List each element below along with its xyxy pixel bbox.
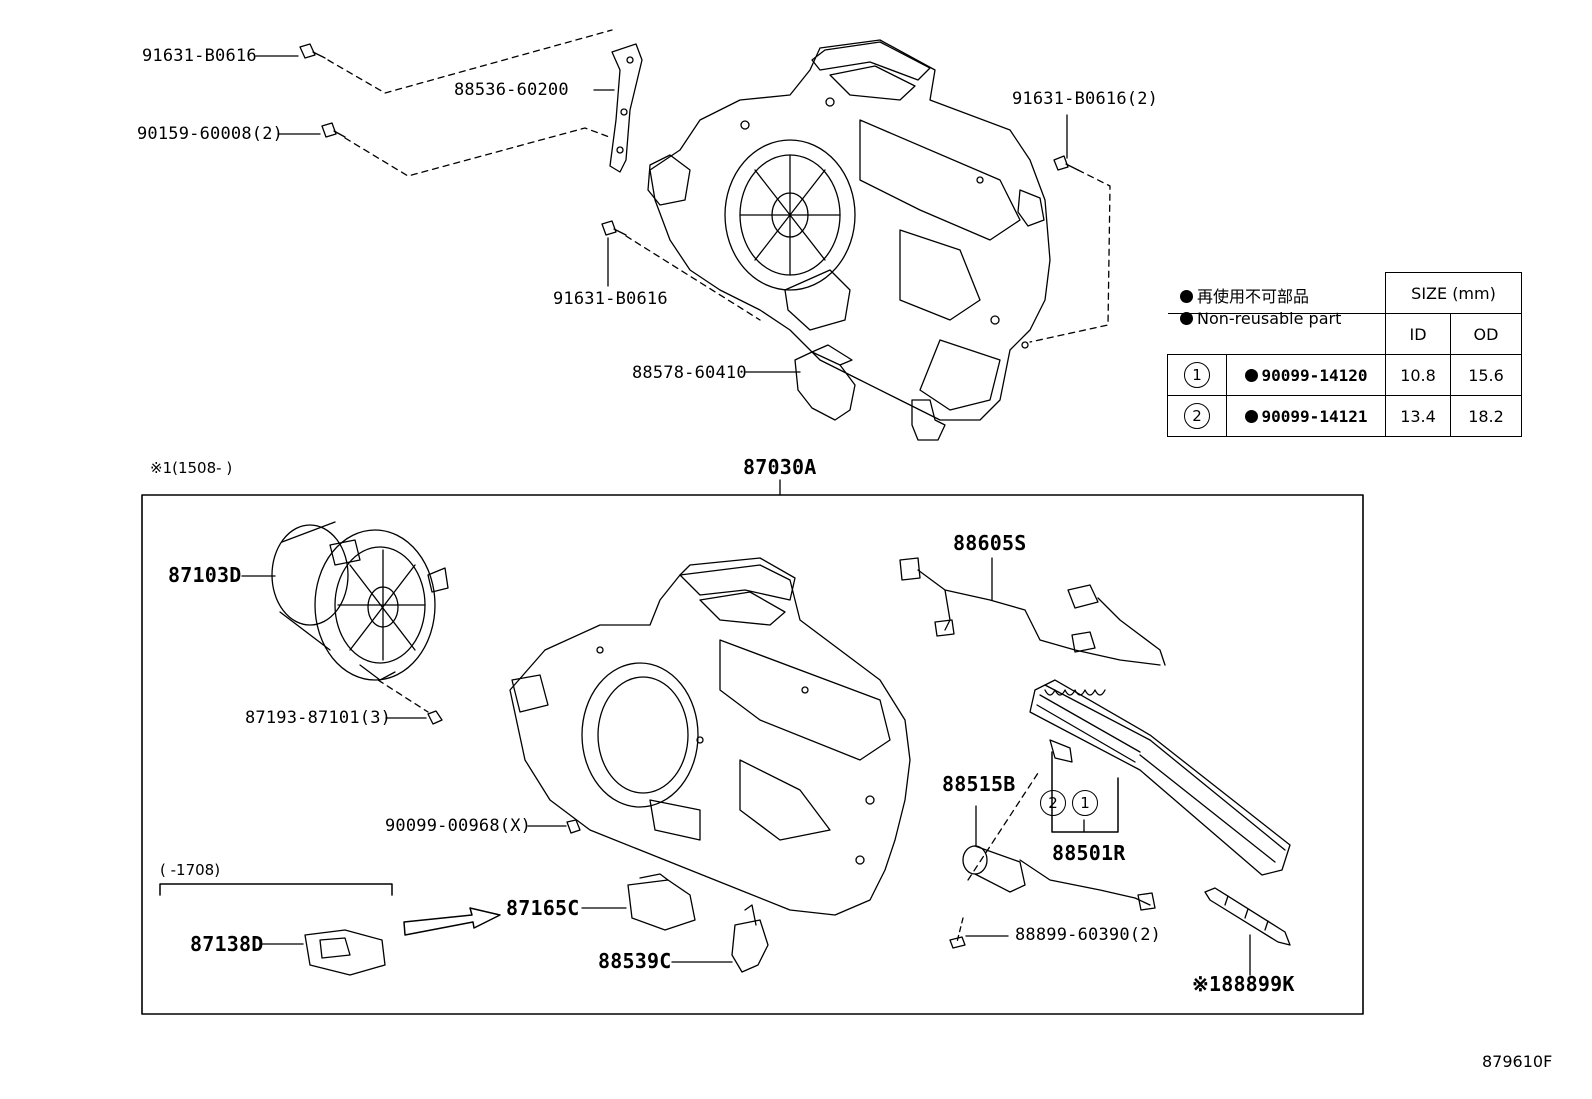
label-91631-b0616-top: 91631-B0616 bbox=[142, 46, 257, 66]
size-table: SIZE (mm) ID OD 1 90099-14120 10.8 15.6 … bbox=[1167, 272, 1522, 437]
row-id: 10.8 bbox=[1385, 354, 1451, 396]
row-number: 2 bbox=[1184, 403, 1210, 429]
label-90099-00968: 90099-00968(X) bbox=[385, 816, 532, 836]
evaporator-drawing bbox=[1029, 679, 1291, 876]
drain-drawing bbox=[731, 904, 769, 973]
resistor-old-drawing bbox=[304, 929, 386, 976]
label-88899-60390: 88899-60390(2) bbox=[1015, 925, 1162, 945]
harness-drawing bbox=[899, 557, 1166, 666]
label-91631-b0616-mid: 91631-B0616 bbox=[553, 289, 668, 309]
label-87165c: 87165C bbox=[506, 896, 580, 920]
table-row: 2 90099-14121 13.4 18.2 bbox=[1167, 395, 1522, 437]
label-87193-87101: 87193-87101(3) bbox=[245, 708, 392, 728]
top-blower-unit-drawing bbox=[609, 39, 1051, 441]
label-87138d: 87138D bbox=[190, 932, 264, 956]
row-od: 15.6 bbox=[1450, 354, 1522, 396]
id-header: ID bbox=[1385, 313, 1451, 355]
top-screws-drawing bbox=[299, 43, 1079, 236]
assembly-box bbox=[141, 494, 1364, 1015]
label-88578-60410: 88578-60410 bbox=[632, 363, 747, 383]
non-reusable-dot-icon bbox=[1244, 368, 1258, 382]
label-88515b: 88515B bbox=[942, 772, 1016, 796]
non-reusable-dot-icon bbox=[1244, 409, 1258, 423]
circle-1: 1 bbox=[1072, 790, 1098, 816]
bracket-k-drawing bbox=[1204, 887, 1291, 946]
label-88536-60200: 88536-60200 bbox=[454, 80, 569, 100]
label-87030a: 87030A bbox=[743, 455, 817, 479]
row-part-number: 90099-14121 bbox=[1261, 406, 1368, 426]
row-od: 18.2 bbox=[1450, 395, 1522, 437]
label-88605s: 88605S bbox=[953, 531, 1027, 555]
label-91631-b0616-2: 91631-B0616(2) bbox=[1012, 89, 1159, 109]
row-part-number: 90099-14120 bbox=[1261, 365, 1368, 385]
range-note-1708: ( -1708) bbox=[160, 861, 221, 879]
label-88539c: 88539C bbox=[598, 949, 672, 973]
top-dashed-lines bbox=[327, 29, 1111, 343]
table-row: 1 90099-14120 10.8 15.6 bbox=[1167, 354, 1522, 396]
label-90159-60008: 90159-60008(2) bbox=[137, 124, 284, 144]
od-header: OD bbox=[1450, 313, 1522, 355]
size-header: SIZE (mm) bbox=[1385, 272, 1522, 314]
note-1508: ※1(1508- ) bbox=[150, 459, 233, 477]
diagram-code: 879610F bbox=[1482, 1052, 1553, 1071]
label-88899k: ※188899K bbox=[1192, 972, 1295, 996]
case-drawing bbox=[509, 557, 911, 916]
expansion-valve-drawing bbox=[962, 845, 1156, 911]
circle-2: 2 bbox=[1040, 790, 1066, 816]
blower-motor-drawing bbox=[271, 521, 449, 681]
top-leader-lines bbox=[255, 55, 1068, 373]
label-87103d: 87103D bbox=[168, 563, 242, 587]
row-number: 1 bbox=[1184, 362, 1210, 388]
row-id: 13.4 bbox=[1385, 395, 1451, 437]
label-88501r: 88501R bbox=[1052, 841, 1126, 865]
resistor-new-drawing bbox=[627, 873, 696, 931]
